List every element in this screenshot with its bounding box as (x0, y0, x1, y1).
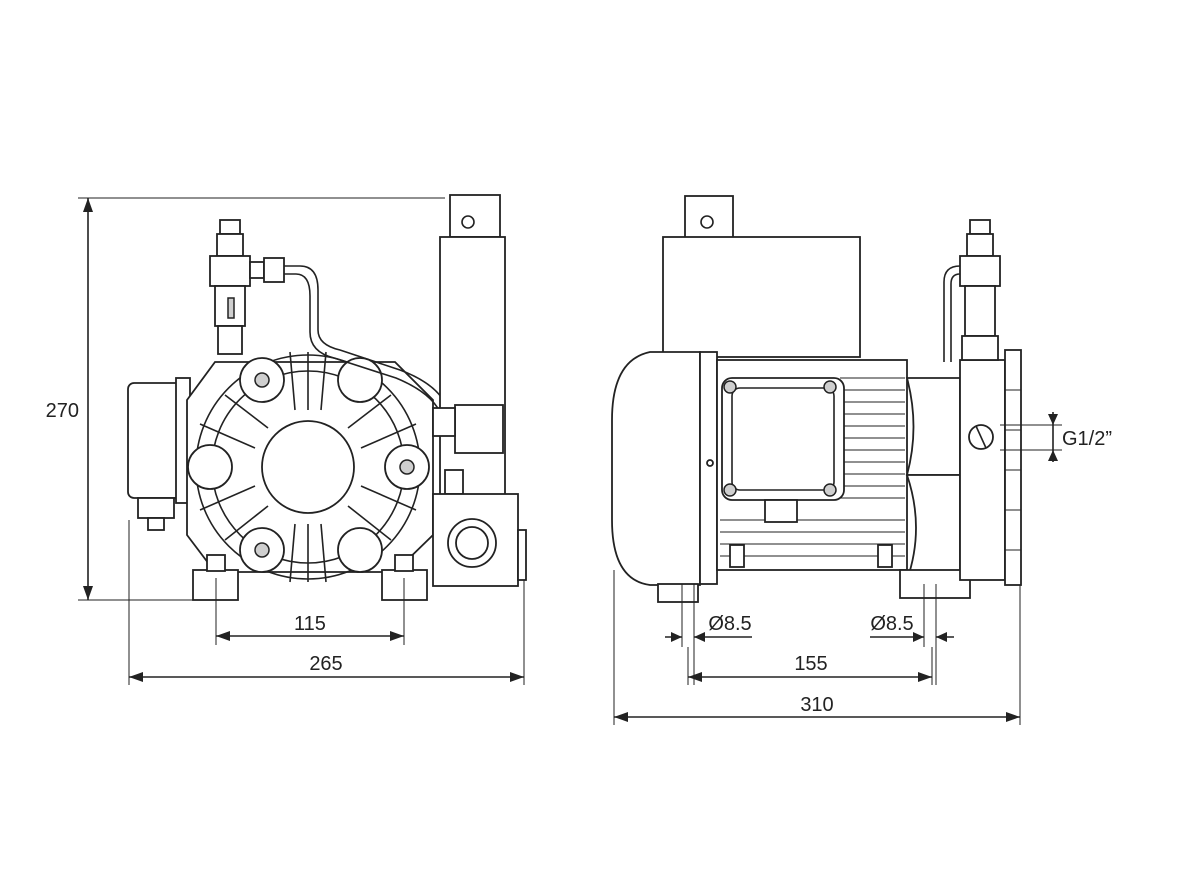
dimension-height: 270 (46, 197, 445, 601)
front-mounting-bracket (127, 377, 191, 531)
front-feet (192, 554, 428, 601)
length-side-label: 310 (800, 694, 833, 716)
side-pump-head (899, 349, 1022, 599)
dimension-length-side: 310 (613, 570, 1021, 725)
dimension-foot-spacing-front: 115 (215, 600, 405, 645)
side-capacitor-box (662, 195, 861, 358)
dimension-foot-spacing-side: 155 (687, 647, 933, 685)
side-view: G1/2” Ø8.5 Ø8.5 (611, 195, 1112, 725)
front-outlet-block (432, 469, 527, 587)
dimension-port-thread: G1/2” (1000, 412, 1112, 462)
side-fan-cover (611, 351, 718, 603)
front-view: 270 115 265 (46, 194, 527, 685)
height-label: 270 (46, 400, 79, 422)
front-valve-fitting (209, 219, 456, 481)
dimension-width-front: 265 (128, 520, 525, 685)
port-thread-label: G1/2” (1062, 428, 1112, 450)
dimension-hole-right: Ø8.5 (870, 584, 954, 685)
hole-left-label: Ø8.5 (708, 613, 751, 635)
front-pump-head (186, 351, 434, 583)
foot-spacing-side-label: 155 (794, 653, 827, 675)
foot-spacing-front-label: 115 (294, 613, 326, 635)
width-front-label: 265 (309, 653, 342, 675)
side-valve-fitting (943, 219, 1001, 362)
hole-right-label: Ø8.5 (870, 613, 913, 635)
side-motor-body (706, 359, 908, 571)
dimension-hole-left: Ø8.5 (665, 584, 752, 685)
